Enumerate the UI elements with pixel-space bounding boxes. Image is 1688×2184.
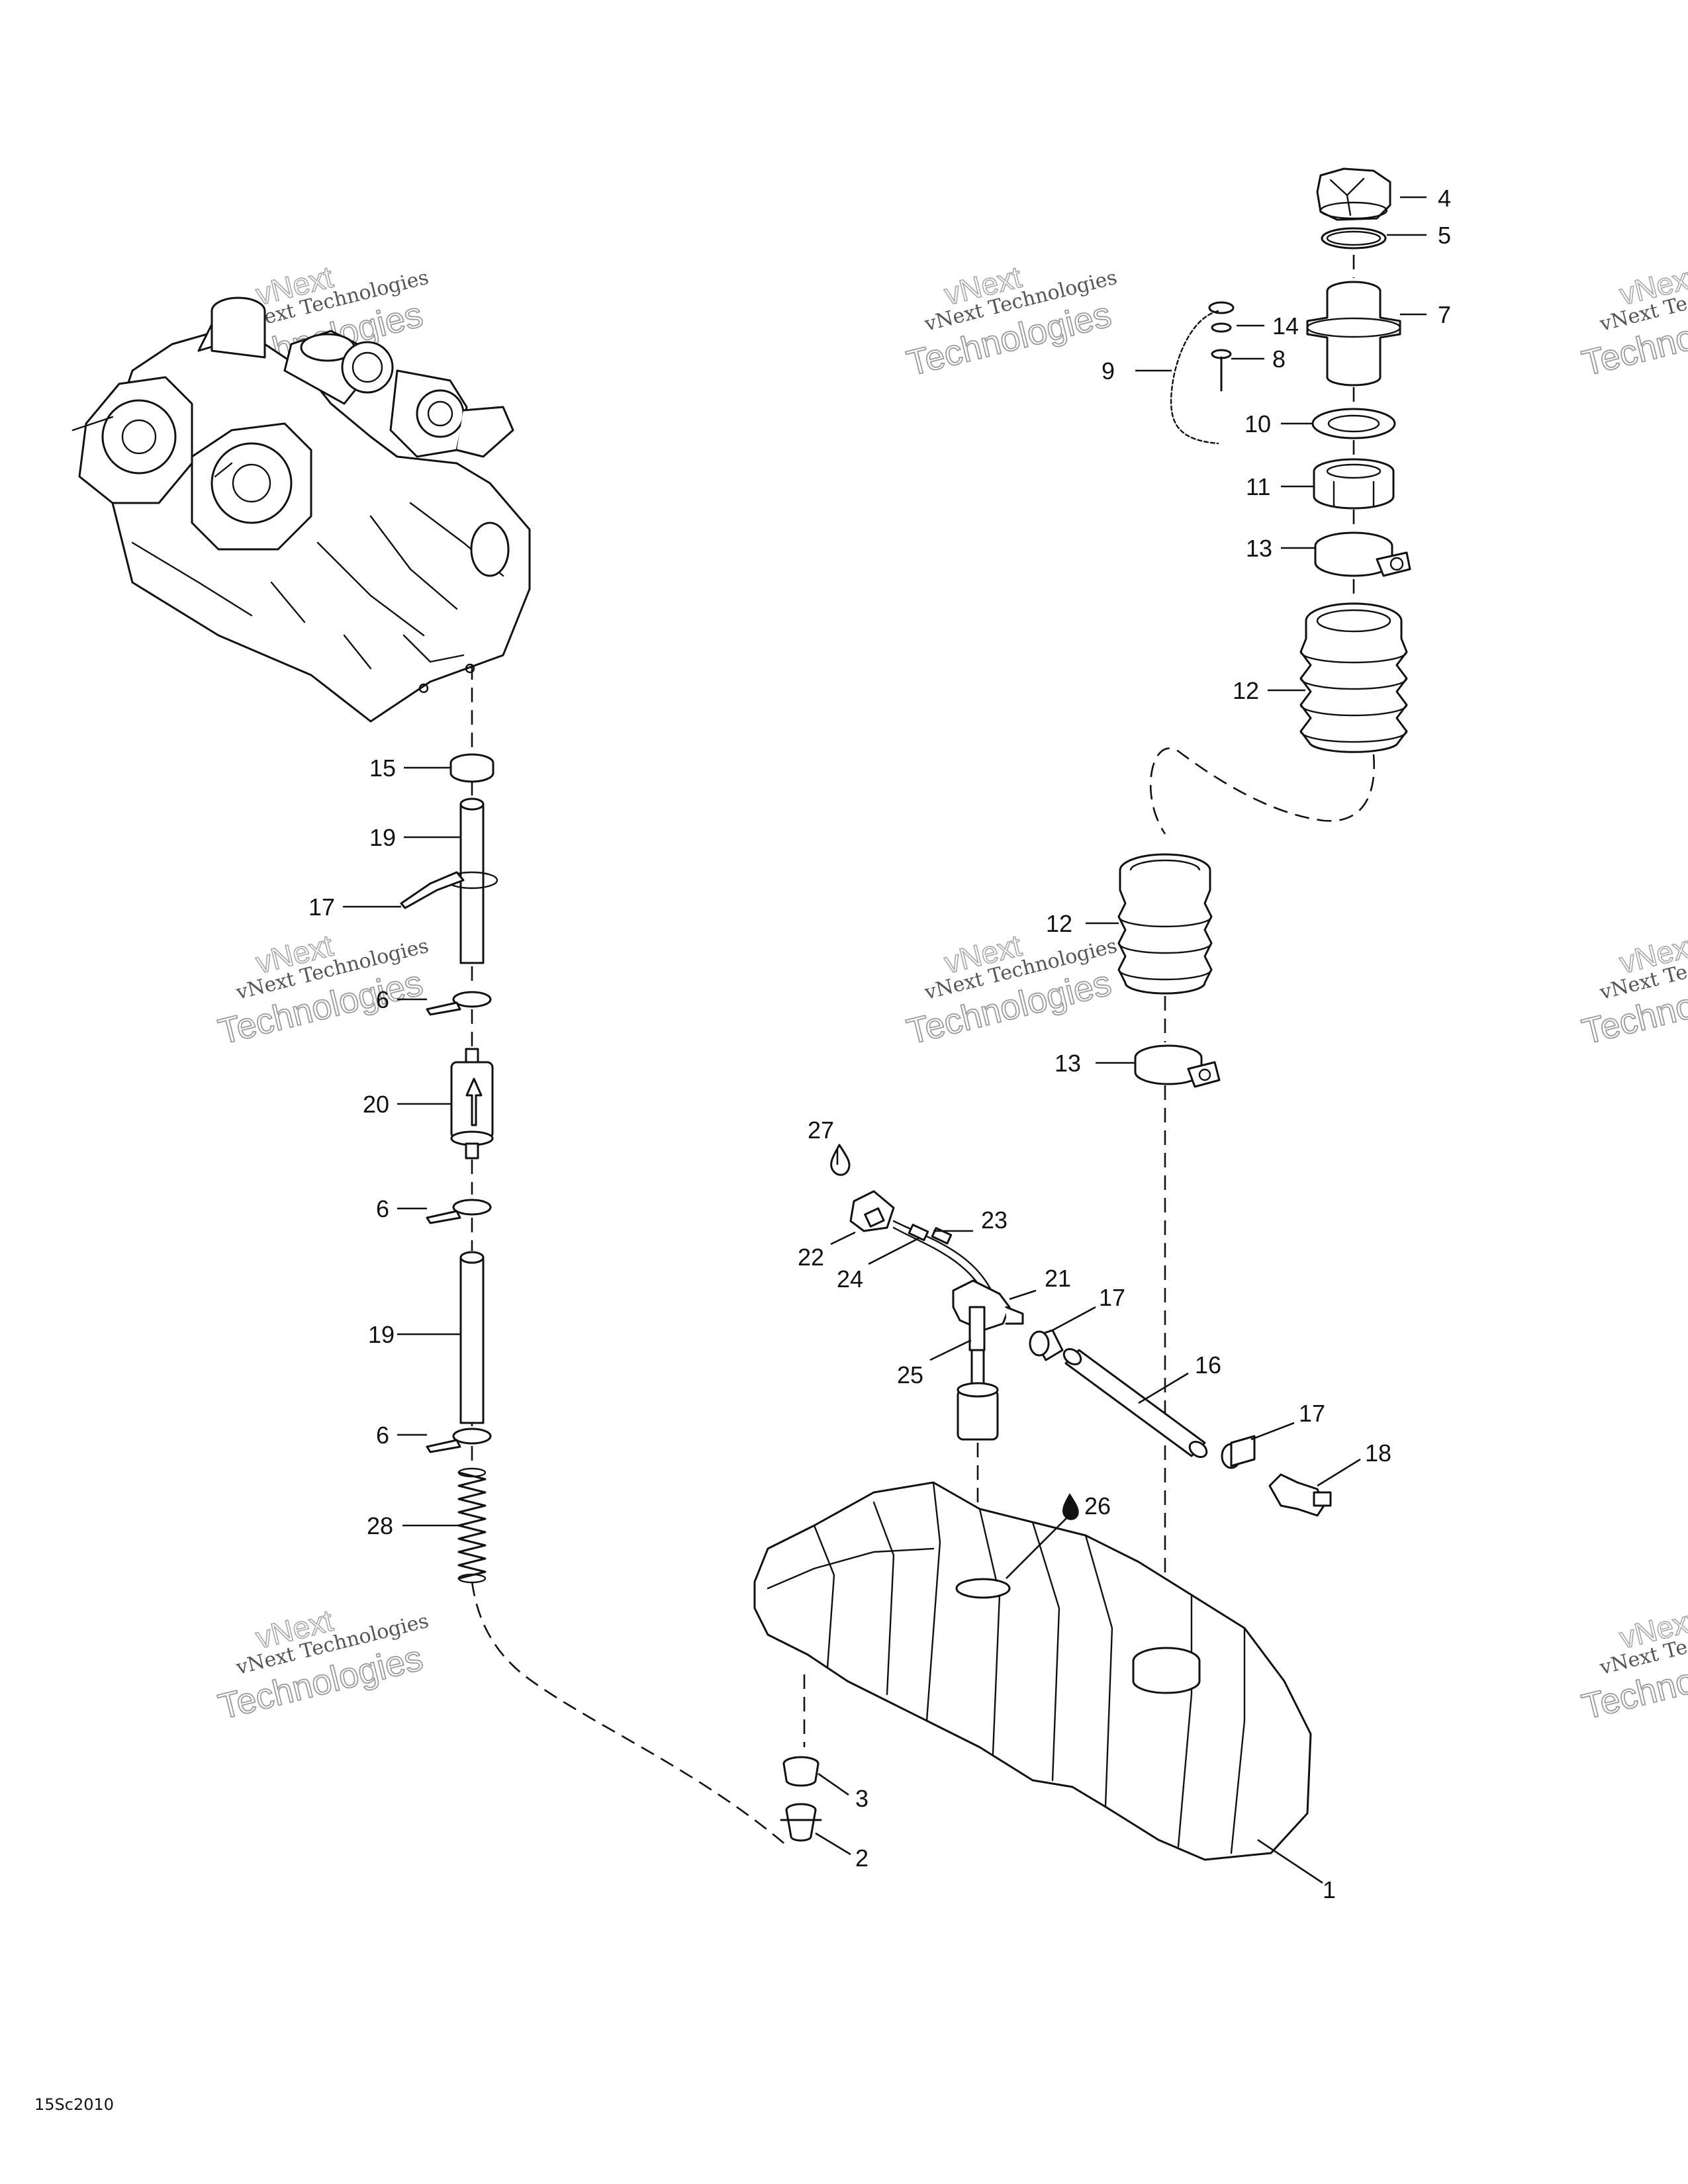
watermark: vNext vNext Technologies Technologies [1577,1602,1688,1727]
bellows-12-upper [1299,602,1408,753]
clamp-15 [449,753,494,783]
hose-19-lower [459,1251,485,1424]
connector-22 [849,1190,895,1232]
callout-21: 21 [1045,1265,1071,1292]
callout-6-c: 6 [376,1422,389,1449]
callout-7: 7 [1438,301,1451,328]
callout-labels: 4 5 7 14 8 9 10 11 13 12 12 13 15 19 17 … [308,185,1451,1903]
watermark: vNext vNext Technologies Technologies [902,927,1119,1052]
callout-12-lower: 12 [1046,910,1072,937]
callout-19-upper: 19 [369,824,396,851]
fuel-tank-1 [753,1481,1312,1861]
clip-17-upper [1029,1329,1064,1361]
callout-4: 4 [1438,185,1451,212]
clamp-13-lower [1134,1044,1221,1088]
callout-15: 15 [369,754,396,782]
watermark: vNext vNext Technologies Technologies [1577,927,1688,1052]
callout-26: 26 [1084,1492,1111,1520]
callout-17-right-lower: 17 [1299,1400,1325,1427]
callout-19-lower: 19 [368,1321,395,1348]
callout-12-upper: 12 [1233,677,1259,704]
callout-1: 1 [1323,1876,1336,1903]
callout-9: 9 [1102,357,1115,385]
callout-23: 23 [981,1206,1008,1234]
rivet-8 [1211,349,1232,392]
drop-26-icon [1062,1493,1079,1520]
sender-assembly [830,1144,1332,1575]
callout-17-right-upper: 17 [1099,1284,1125,1311]
callout-10: 10 [1244,410,1271,437]
nut-11 [1313,458,1395,510]
gasket-10 [1311,408,1396,439]
callout-8: 8 [1272,345,1286,373]
clamp-6-c [426,1428,492,1453]
drop-27-icon [830,1144,851,1176]
watermark: vNext vNext Technologies Technologies [214,927,431,1052]
diagram-code: 15Sc2010 [34,2095,114,2114]
fitting-18 [1268,1473,1332,1517]
watermark: vNext vNext Technologies Technologies [902,259,1119,384]
watermark: vNext vNext Technologies Technologies [214,1602,431,1727]
clamp-6-b [426,1199,492,1224]
callout-22: 22 [798,1244,824,1271]
callout-3: 3 [855,1785,868,1812]
fuel-cap-4 [1316,167,1391,221]
callout-25: 25 [897,1361,923,1388]
callout-6-b: 6 [376,1195,389,1222]
leaders [343,196,1427,1884]
callout-16: 16 [1195,1351,1221,1379]
sender-21 [952,1279,1024,1351]
callout-28: 28 [367,1512,393,1539]
callout-13-lower: 13 [1055,1050,1081,1077]
spring-28 [457,1467,487,1584]
watermark: vNext vNext Technologies Technologies [1577,259,1688,384]
filler-neck-7 [1306,281,1401,387]
callout-24: 24 [837,1265,863,1293]
callout-5: 5 [1438,222,1451,249]
callout-13-upper: 13 [1246,535,1272,562]
clip-17-lower [1221,1435,1256,1469]
fuel-filter-20 [450,1048,494,1160]
callout-14: 14 [1272,312,1299,340]
clamp-6-a [426,991,492,1016]
clamp-13-upper [1314,531,1411,577]
filler-neck-assembly [1117,167,1411,1631]
callout-18: 18 [1365,1439,1391,1467]
left-fuel-line [400,665,788,1847]
float-25 [957,1349,999,1441]
tie-17-upper [400,871,498,909]
washer-14 [1208,301,1235,333]
callout-2: 2 [855,1844,868,1872]
callout-17-left: 17 [308,893,335,921]
engine-illustration [71,296,531,723]
callout-6-a: 6 [376,986,389,1013]
bellows-12-lower [1117,853,1213,995]
callout-20: 20 [363,1091,389,1118]
grommet-3 [782,1756,820,1787]
hose-19-upper [459,797,485,964]
chain-9 [1170,310,1219,445]
hose-16 [1062,1347,1208,1459]
callout-11: 11 [1246,473,1270,500]
o-ring-5 [1321,227,1387,250]
fitting-2 [780,1803,822,1842]
callout-27: 27 [808,1116,834,1144]
